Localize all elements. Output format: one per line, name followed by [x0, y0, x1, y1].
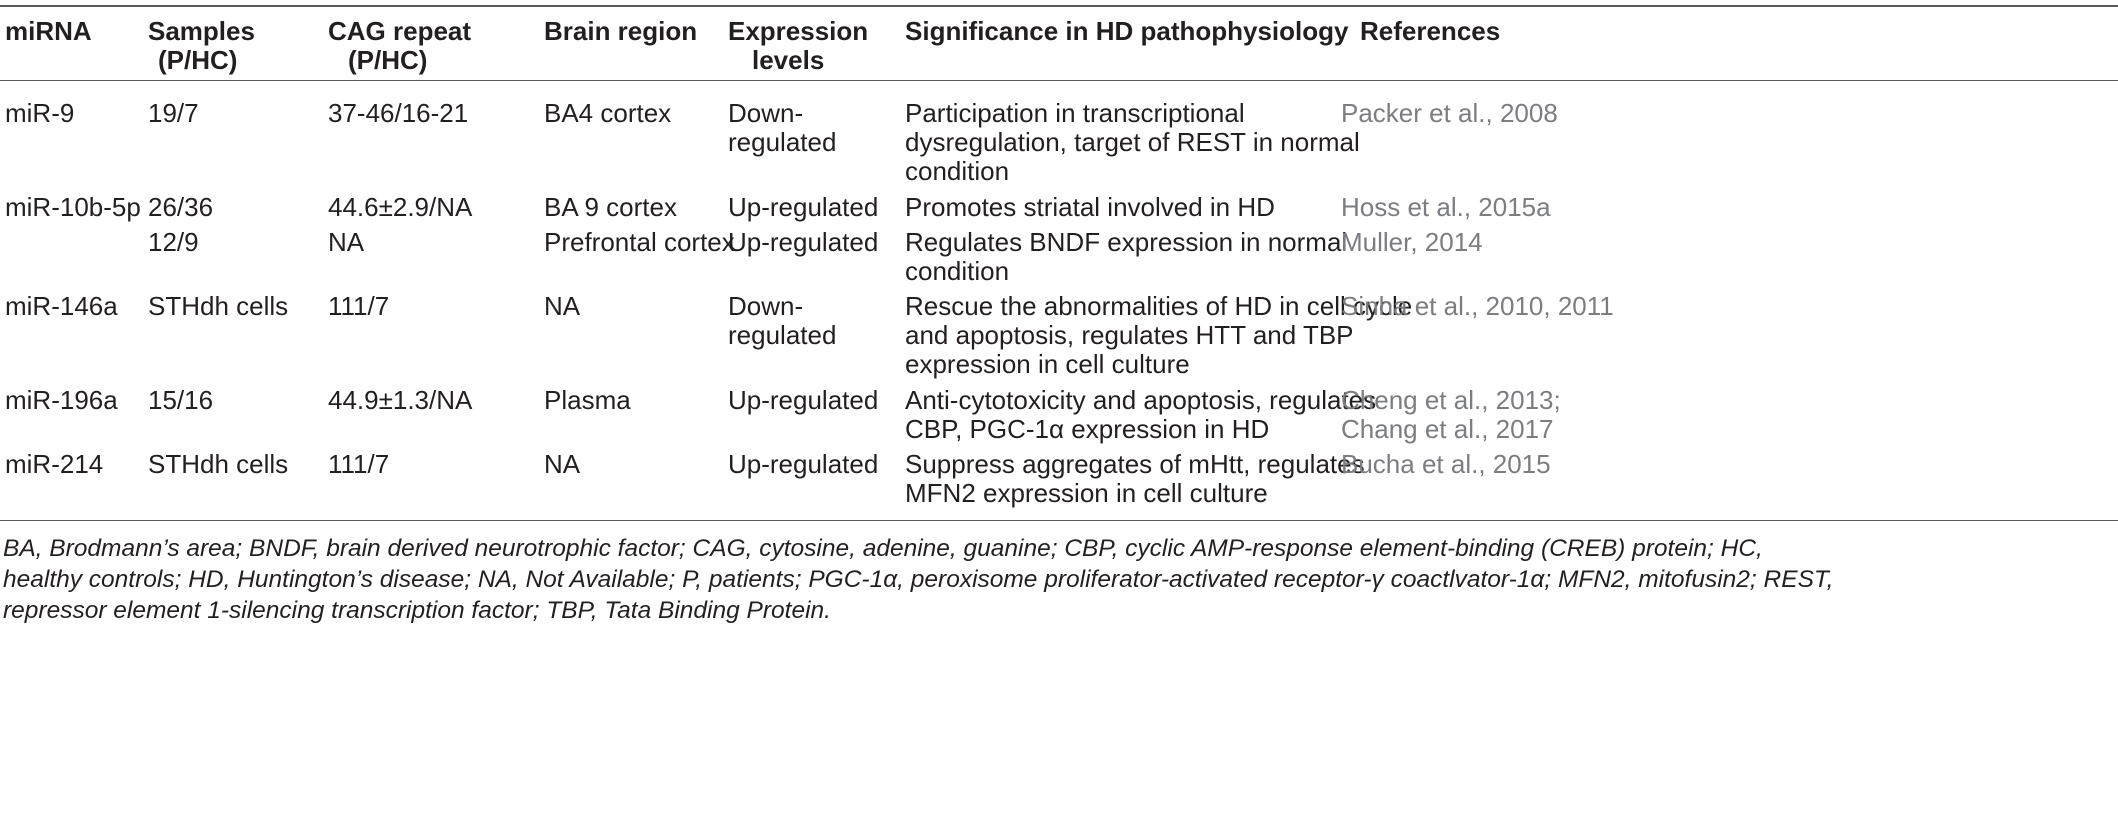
cell-samples: 12/9	[148, 227, 199, 257]
table-bottom-rule	[0, 520, 2118, 521]
cell-reference-link[interactable]: Hoss et al., 2015a	[1341, 192, 1551, 222]
cell-brain-region: NA	[544, 449, 581, 479]
cell-expression: regulated	[728, 320, 837, 350]
cell-mirna: miR-9	[5, 98, 75, 128]
cell-brain-region: Plasma	[544, 385, 631, 415]
cell-expression: Up-regulated	[728, 227, 879, 257]
cell-cag-repeat: NA	[328, 227, 365, 257]
cell-mirna: miR-10b-5p	[5, 192, 141, 222]
cell-significance: Rescue the abnormalities of HD in cell c…	[905, 291, 1413, 321]
cell-cag-repeat: 111/7	[328, 449, 390, 479]
header-references: References	[1360, 16, 1501, 46]
header-brain-region: Brain region	[544, 16, 698, 46]
cell-expression: Up-regulated	[728, 449, 879, 479]
cell-reference-link[interactable]: Muller, 2014	[1341, 227, 1483, 257]
cell-significance: condition	[905, 156, 1010, 186]
cell-samples: 19/7	[148, 98, 199, 128]
cell-cag-repeat: 44.9±1.3/NA	[328, 385, 473, 415]
cell-expression: regulated	[728, 127, 837, 157]
header-samples-sub: (P/HC)	[158, 45, 238, 75]
header-significance: Significance in HD pathophysiology	[905, 16, 1349, 46]
cell-cag-repeat: 111/7	[328, 291, 390, 321]
table-top-rule	[0, 5, 2118, 7]
cell-samples: STHdh cells	[148, 449, 289, 479]
cell-mirna: miR-146a	[5, 291, 118, 321]
cell-significance: dysregulation, target of REST in normal	[905, 127, 1360, 157]
cell-reference-link[interactable]: Packer et al., 2008	[1341, 98, 1558, 128]
cell-significance: and apoptosis, regulates HTT and TBP	[905, 320, 1354, 350]
cell-significance: MFN2 expression in cell culture	[905, 478, 1268, 508]
cell-samples: STHdh cells	[148, 291, 289, 321]
cell-significance: expression in cell culture	[905, 349, 1190, 379]
cell-significance: Suppress aggregates of mHtt, regulates	[905, 449, 1365, 479]
table-footnote: BA, Brodmann’s area; BNDF, brain derived…	[3, 533, 2115, 626]
footnote-line: healthy controls; HD, Huntington’s disea…	[3, 566, 1834, 593]
cell-reference-link[interactable]: Bucha et al., 2015	[1341, 449, 1551, 479]
cell-mirna: miR-214	[5, 449, 104, 479]
cell-reference-link[interactable]: Cheng et al., 2013;	[1341, 385, 1561, 415]
cell-samples: 26/36	[148, 192, 214, 222]
cell-reference-link[interactable]: Chang et al., 2017	[1341, 414, 1554, 444]
cell-significance: condition	[905, 256, 1010, 286]
cell-significance: Anti-cytotoxicity and apoptosis, regulat…	[905, 385, 1377, 415]
cell-expression: Up-regulated	[728, 385, 879, 415]
cell-reference-link[interactable]: Sinha et al., 2010, 2011	[1341, 291, 1614, 321]
header-expression: Expression	[728, 16, 869, 46]
cell-brain-region: BA4 cortex	[544, 98, 672, 128]
header-expression-sub: levels	[752, 45, 825, 75]
cell-expression: Up-regulated	[728, 192, 879, 222]
cell-significance: Promotes striatal involved in HD	[905, 192, 1275, 222]
cell-samples: 15/16	[148, 385, 214, 415]
cell-brain-region: NA	[544, 291, 581, 321]
cell-significance: Regulates BNDF expression in normal	[905, 227, 1348, 257]
header-cag-repeat-sub: (P/HC)	[348, 45, 428, 75]
header-cag-repeat: CAG repeat	[328, 16, 472, 46]
cell-significance: CBP, PGC-1α expression in HD	[905, 414, 1270, 444]
cell-cag-repeat: 37-46/16-21	[328, 98, 469, 128]
header-mirna: miRNA	[5, 16, 92, 46]
footnote-line: repressor element 1-silencing transcript…	[3, 597, 831, 624]
cell-brain-region: Prefrontal cortex	[544, 227, 735, 257]
table-header-rule	[0, 80, 2118, 81]
footnote-line: BA, Brodmann’s area; BNDF, brain derived…	[3, 535, 1763, 562]
header-samples: Samples	[148, 16, 255, 46]
cell-brain-region: BA 9 cortex	[544, 192, 677, 222]
cell-mirna: miR-196a	[5, 385, 118, 415]
cell-expression: Down-	[728, 291, 804, 321]
cell-significance: Participation in transcriptional	[905, 98, 1245, 128]
cell-cag-repeat: 44.6±2.9/NA	[328, 192, 473, 222]
cell-expression: Down-	[728, 98, 804, 128]
